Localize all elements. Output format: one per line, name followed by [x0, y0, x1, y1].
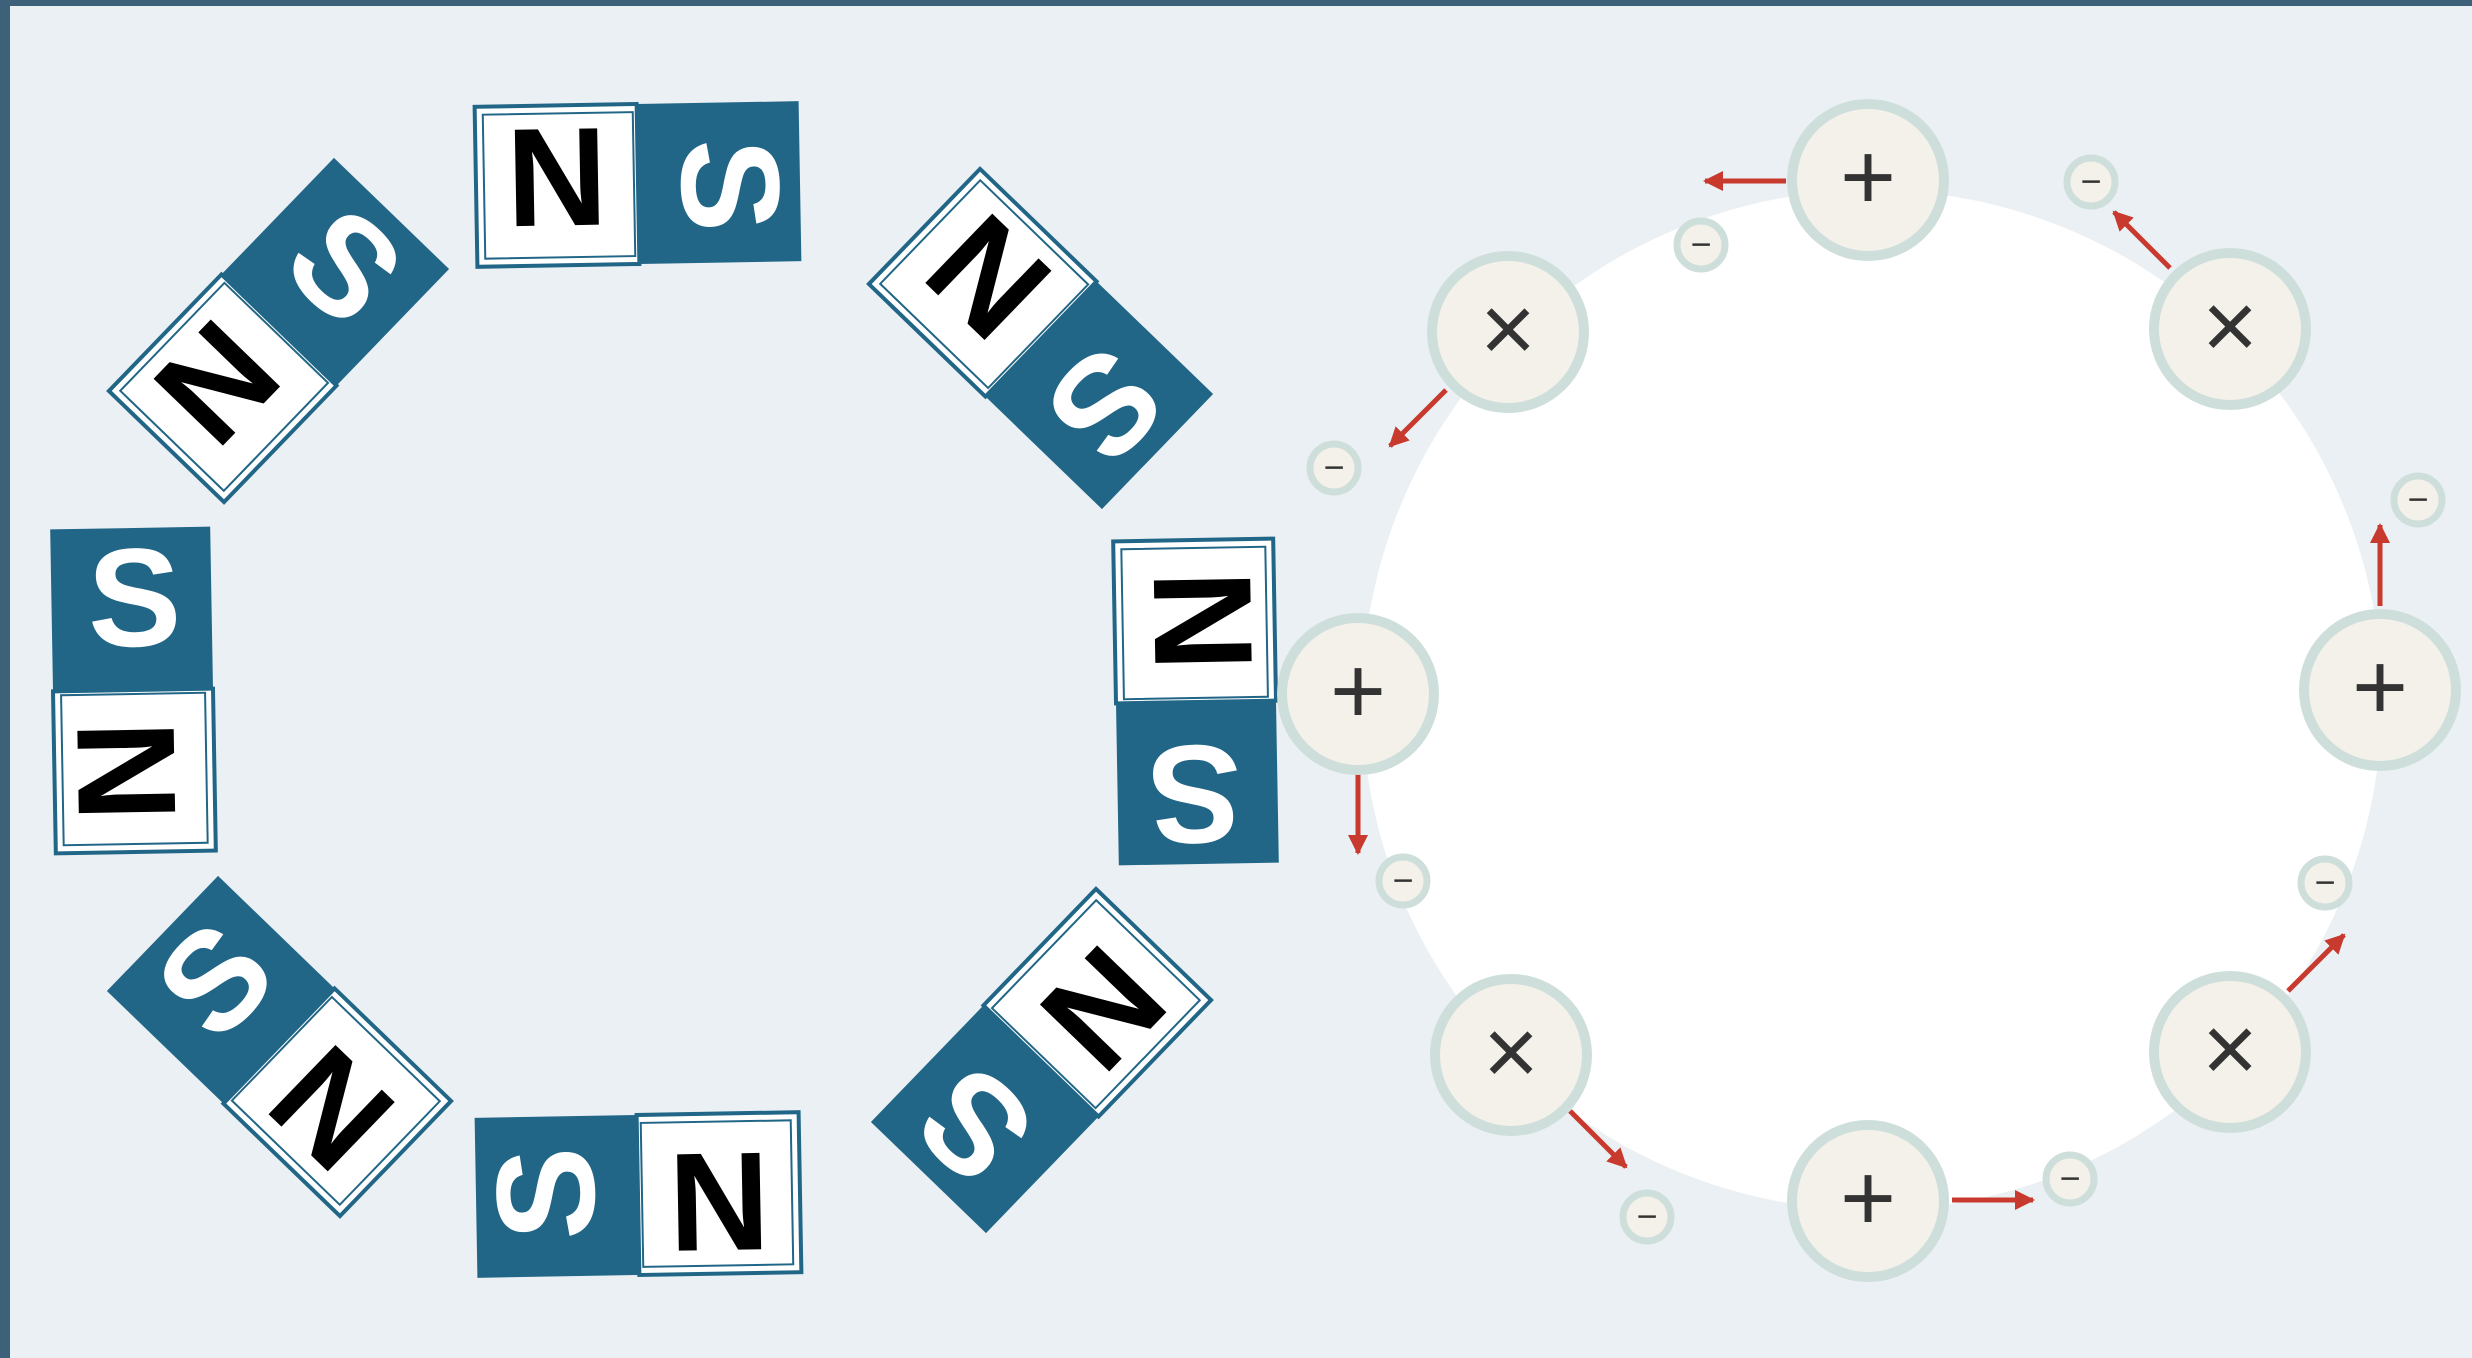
magnet-bottom-left: N S: [106, 875, 454, 1219]
magnet-bottom-north-label: N: [667, 1123, 771, 1282]
nucleus-right: +: [2299, 609, 2461, 771]
magnet-bottom: N S: [466, 1110, 804, 1282]
electron-4: −: [2297, 855, 2353, 911]
diagram-canvas: N S N S N S: [10, 6, 2472, 1358]
arrow-bottom-left: [1568, 1109, 1628, 1169]
nuclei: + × + × +: [1277, 99, 2461, 1282]
electron-8: −: [1306, 440, 1362, 496]
nucleus-bottom-right: ×: [2149, 971, 2311, 1133]
magnet-top-south-half: [636, 101, 802, 264]
arrow-bottom-right: [2286, 933, 2346, 993]
electron-3: −: [2390, 472, 2446, 528]
nucleus-top-left: ×: [1427, 251, 1589, 413]
svg-text:−: −: [2059, 1158, 2080, 1199]
atom-ring: − − − − −: [1277, 99, 2461, 1282]
atom-ring-disc: [1362, 190, 2382, 1210]
nucleus-top-right: ×: [2149, 248, 2311, 410]
motion-arrows: [1348, 171, 2390, 1210]
electron-6: −: [1619, 1189, 1675, 1245]
nucleus-left-symbol: +: [1330, 637, 1386, 744]
nucleus-bottom: +: [1787, 1120, 1949, 1282]
svg-text:−: −: [1392, 860, 1413, 901]
nucleus-bottom-left: ×: [1430, 974, 1592, 1136]
magnet-left-south-half: [50, 526, 213, 692]
nucleus-top: +: [1787, 99, 1949, 261]
magnet-right: N S: [1111, 536, 1283, 874]
nucleus-top-right-symbol: ×: [2202, 272, 2258, 379]
electron-7: −: [1375, 853, 1431, 909]
nucleus-top-left-symbol: ×: [1480, 275, 1536, 382]
electron-1: −: [1673, 217, 1729, 273]
nucleus-bottom-right-symbol: ×: [2202, 995, 2258, 1102]
nucleus-right-symbol: +: [2352, 633, 2408, 740]
magnet-right-south-half: [1116, 700, 1279, 866]
svg-text:−: −: [2080, 161, 2101, 202]
magnet-right-south-label: S: [1147, 715, 1243, 874]
magnet-left-south-label: S: [86, 518, 182, 677]
nucleus-bottom-symbol: +: [1840, 1144, 1896, 1251]
magnet-left-north-label: N: [47, 719, 206, 823]
magnet-top-left: N S: [106, 157, 450, 505]
arrow-top-right: [2112, 210, 2172, 270]
nucleus-top-symbol: +: [1840, 123, 1896, 230]
svg-text:−: −: [2407, 479, 2428, 520]
magnet-top-left-south-half: [221, 157, 450, 386]
magnet-top-north-label: N: [505, 98, 609, 257]
magnet-bottom-left-south-half: [106, 875, 335, 1104]
svg-text:−: −: [1690, 224, 1711, 265]
magnet-top-right: N S: [866, 166, 1214, 510]
magnet-bottom-right-south-half: [870, 1005, 1099, 1234]
magnet-top: N S: [472, 98, 810, 269]
magnet-top-right-south-half: [985, 281, 1214, 510]
magnet-ring: N S N S N S: [47, 98, 1283, 1282]
svg-text:−: −: [1636, 1196, 1657, 1237]
nucleus-bottom-left-symbol: ×: [1483, 998, 1539, 1105]
electron-5: −: [2042, 1151, 2098, 1207]
magnet-bottom-south-half: [474, 1115, 640, 1278]
nucleus-left: +: [1277, 613, 1439, 775]
svg-text:−: −: [1323, 447, 1344, 488]
arrow-top-left: [1388, 388, 1448, 448]
electrons: − − − − −: [1306, 154, 2446, 1245]
diagram-svg: N S N S N S: [47, 98, 2461, 1282]
magnet-left: N S: [47, 518, 218, 856]
magnet-bottom-south-label: S: [466, 1146, 625, 1242]
magnet-top-south-label: S: [651, 137, 810, 233]
magnet-bottom-right: N S: [870, 886, 1214, 1234]
svg-text:−: −: [2314, 862, 2335, 903]
electron-2: −: [2063, 154, 2119, 210]
magnet-right-north-label: N: [1124, 569, 1283, 673]
